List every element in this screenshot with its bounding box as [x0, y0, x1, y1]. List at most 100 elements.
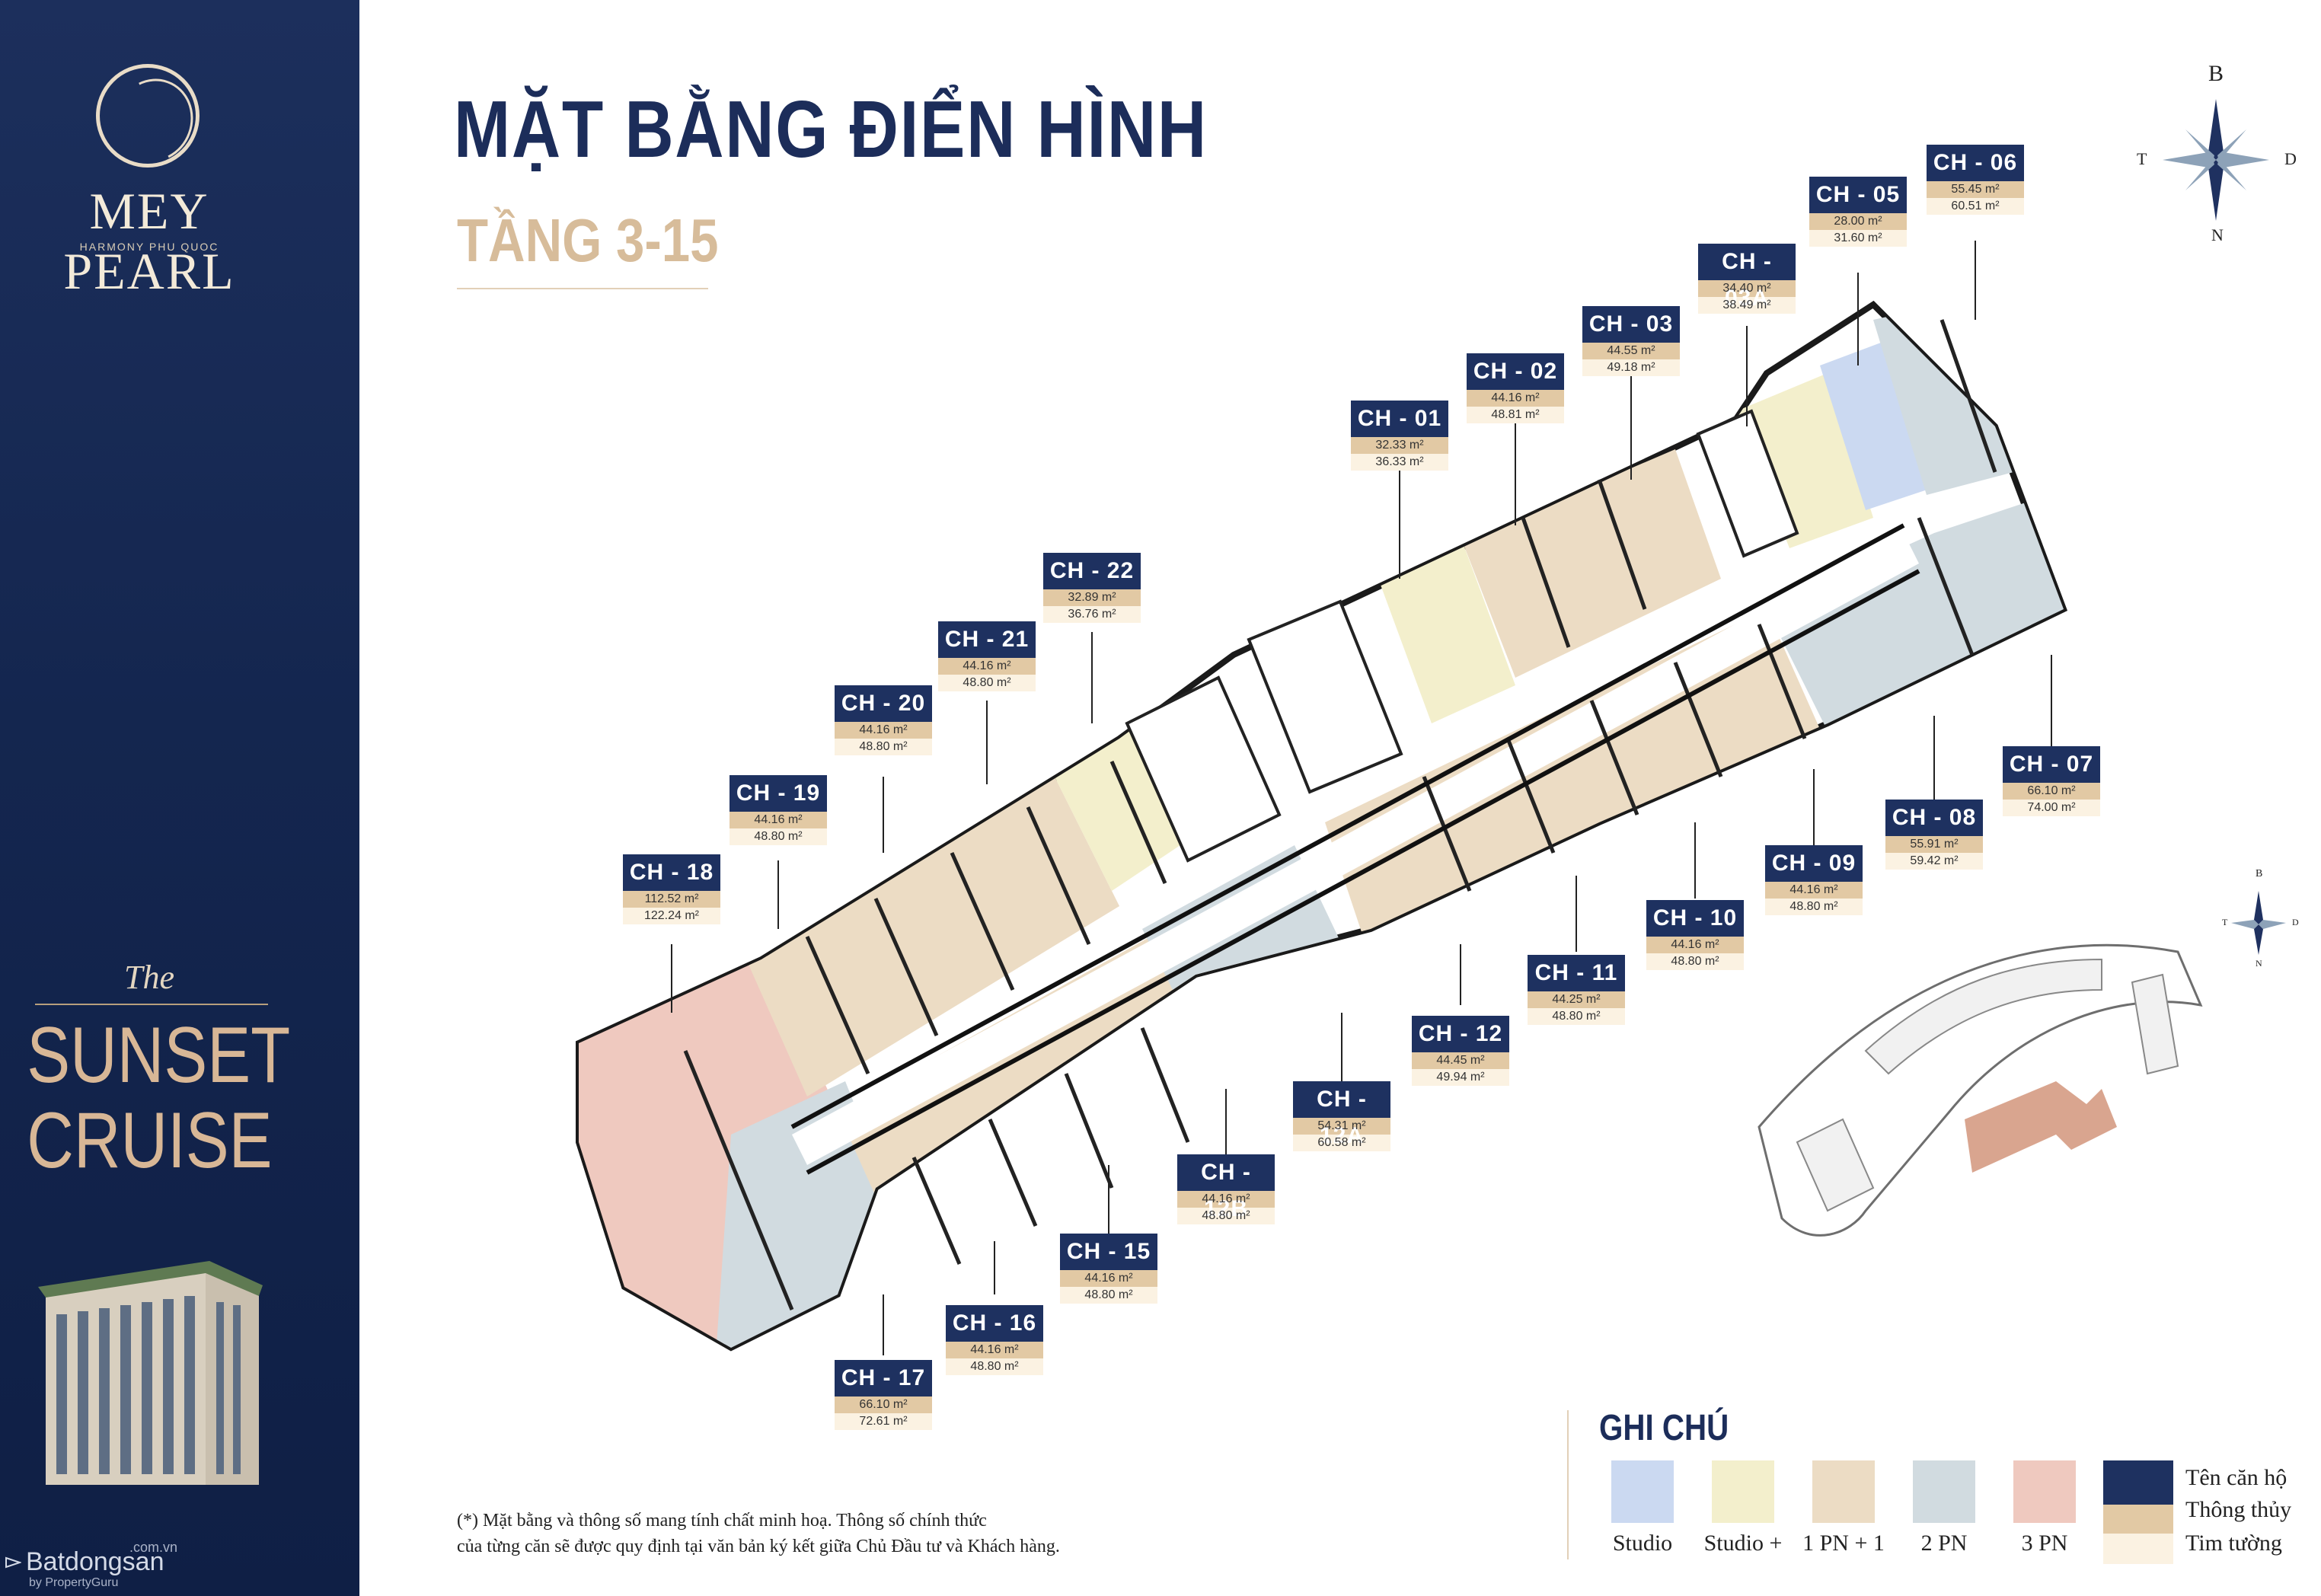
- site-map-block: [2131, 973, 2179, 1075]
- unit-net-area: 112.52 m²: [623, 891, 720, 908]
- legend-swatch-1pn1: [1812, 1460, 1875, 1523]
- unit-net-area: 44.16 m²: [946, 1342, 1043, 1358]
- legend-divider: [1567, 1410, 1569, 1559]
- project-name-line2: CRUISE: [27, 1096, 273, 1185]
- unit-net-area: 55.45 m²: [1927, 181, 2024, 198]
- site-compass-icon: [2231, 920, 2259, 929]
- footnote: (*) Mặt bằng và thông số mang tính chất …: [457, 1508, 1295, 1559]
- portal-logo-icon: [5, 1556, 21, 1569]
- divider: [35, 1004, 268, 1005]
- unit-1pn1: [1325, 609, 1828, 959]
- unit-name: CH - 20: [835, 685, 932, 722]
- unit-gross-area: 48.80 m²: [938, 675, 1036, 691]
- unit-name: CH - 06: [1927, 145, 2024, 181]
- unit-name: CH - 12A: [1293, 1081, 1390, 1148]
- unit-name: CH - 05: [1809, 177, 1907, 213]
- unit-net-area: 66.10 m²: [835, 1396, 932, 1413]
- unit-name: CH - 17: [835, 1360, 932, 1396]
- brand-subtitle: HARMONY PHU QUOC: [79, 241, 219, 253]
- unit-gross-area: 48.80 m²: [835, 739, 932, 755]
- unit-net-area: 44.16 m²: [1646, 937, 1744, 953]
- project-name-line1: SUNSET: [27, 1011, 291, 1100]
- site-compass-icon: [2254, 924, 2263, 955]
- site-map-highlight-arrow: [1965, 1081, 2117, 1173]
- unit-gross-area: 60.58 m²: [1293, 1135, 1390, 1151]
- unit-1pn1: [746, 769, 1119, 1096]
- unit-gross-area: 48.80 m²: [1646, 953, 1744, 970]
- compass-label: T: [2137, 149, 2147, 168]
- portal-tagline: by PropertyGuru: [29, 1576, 119, 1589]
- site-compass-icon: [2254, 891, 2263, 924]
- unit-name: CH - 11: [1528, 955, 1625, 991]
- unit-net-area: 55.91 m²: [1885, 836, 1983, 853]
- unit-gross-area: 49.94 m²: [1412, 1069, 1509, 1086]
- building-rendering: [38, 1261, 263, 1485]
- legend-label: 1 PN + 1: [1802, 1531, 1885, 1556]
- unit-gross-area: 60.51 m²: [1927, 198, 2024, 215]
- unit-name: CH - 03: [1582, 306, 1680, 343]
- unit-gross-area: 48.80 m²: [1177, 1208, 1275, 1224]
- unit-gross-area: 48.80 m²: [946, 1358, 1043, 1375]
- legend-tag-sample: [2103, 1460, 2173, 1564]
- footnote-line: (*) Mặt bằng và thông số mang tính chất …: [457, 1511, 987, 1531]
- unit-gross-area: 48.80 m²: [1060, 1287, 1157, 1304]
- legend-label: Studio: [1612, 1531, 1673, 1556]
- portal-domain: .com.vn: [129, 1540, 178, 1555]
- unit-studio-plus: [1051, 723, 1180, 891]
- unit-name: CH - 12: [1412, 1016, 1509, 1052]
- divider: [457, 288, 708, 289]
- compass-label: B: [2208, 61, 2224, 86]
- compass-label: N: [2211, 225, 2224, 244]
- legend-tag-area1-swatch: [2103, 1505, 2173, 1534]
- legend-tag-label: Thông thủy: [2185, 1497, 2292, 1522]
- unit-gross-area: 36.76 m²: [1043, 606, 1141, 623]
- unit-net-area: 28.00 m²: [1809, 213, 1907, 230]
- legend-swatch-3pn: [2013, 1460, 2076, 1523]
- brand-name: MEY PEARL: [63, 182, 235, 300]
- unit-gross-area: 48.80 m²: [730, 828, 827, 845]
- unit-name: CH - 19: [730, 775, 827, 812]
- site-compass-label: T: [2222, 917, 2228, 927]
- core-stair: [1696, 409, 1799, 558]
- unit-studio-plus: [1378, 541, 1515, 723]
- unit-net-area: 44.16 m²: [1765, 882, 1863, 899]
- site-compass-icon: [2259, 920, 2286, 929]
- unit-gross-area: 48.80 m²: [1765, 899, 1863, 915]
- legend-swatch-studio: [1611, 1460, 1674, 1523]
- unit-gross-area: 59.42 m²: [1885, 853, 1983, 870]
- floor-range: TẦNG 3-15: [457, 206, 719, 274]
- unit-name: CH - 07: [2003, 746, 2100, 783]
- unit-net-area: 54.31 m²: [1293, 1118, 1390, 1135]
- project-name: SUNSET CRUISE: [27, 1011, 291, 1185]
- unit-net-area: 32.33 m²: [1351, 437, 1448, 454]
- unit-gross-area: 36.33 m²: [1351, 454, 1448, 471]
- legend-tag-area2-swatch: [2103, 1534, 2173, 1564]
- unit-name: CH - 01: [1351, 401, 1448, 437]
- unit-net-area: 44.16 m²: [730, 812, 827, 828]
- unit-3pn: [579, 944, 838, 1348]
- legend-title: GHI CHÚ: [1599, 1408, 1729, 1448]
- unit-net-area: 66.10 m²: [2003, 783, 2100, 800]
- legend-tag-label: Tên căn hộ: [2185, 1465, 2287, 1490]
- unit-gross-area: 122.24 m²: [623, 908, 720, 924]
- unit-net-area: 44.45 m²: [1412, 1052, 1509, 1069]
- unit-2pn: [1767, 487, 2064, 731]
- unit-gross-area: 49.18 m²: [1582, 359, 1680, 376]
- logo-ring-icon: [96, 64, 200, 168]
- unit-name: CH - 12B: [1177, 1154, 1275, 1221]
